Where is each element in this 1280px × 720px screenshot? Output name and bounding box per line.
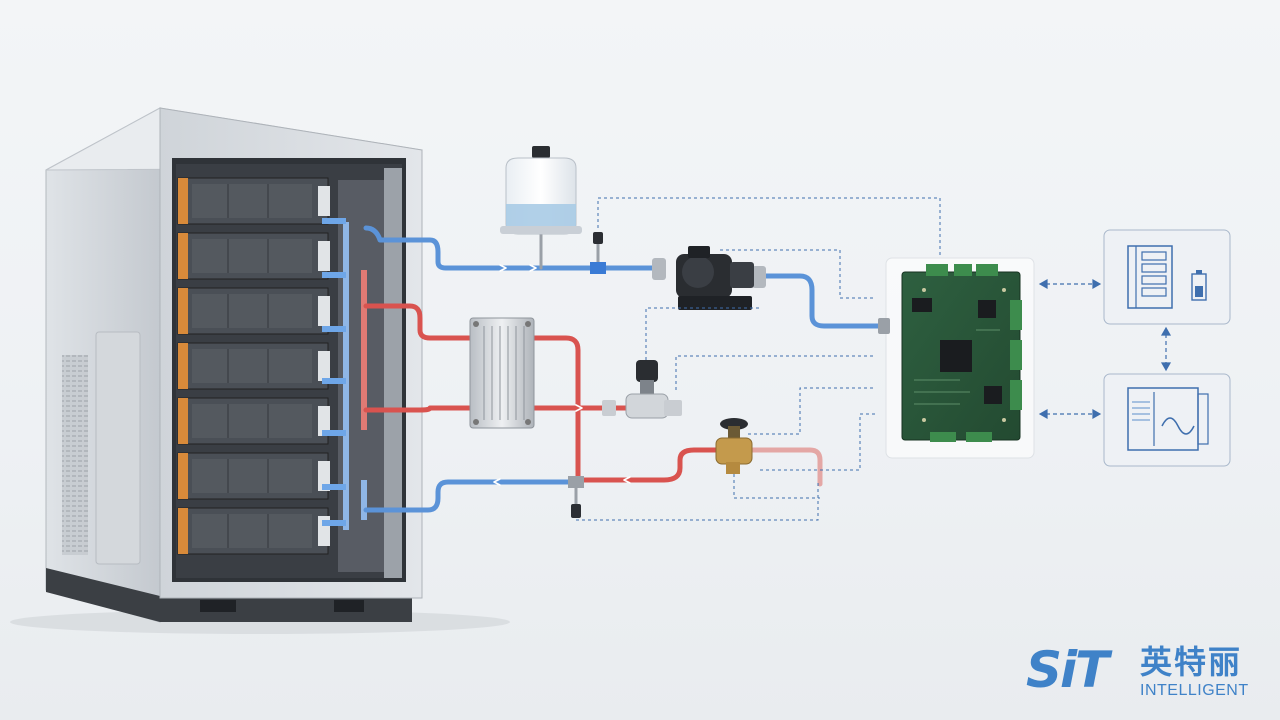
battery-cabinet-icon bbox=[45, 107, 423, 623]
controller-board-icon bbox=[878, 257, 1035, 459]
cabinet-side-door bbox=[95, 331, 141, 565]
signal-lines bbox=[576, 197, 941, 521]
brand-logo-mark: SiT bbox=[1026, 641, 1109, 699]
pcs-converter-icon bbox=[1103, 373, 1231, 467]
three-way-valve-icon bbox=[715, 418, 753, 474]
cabinet-vent bbox=[62, 355, 88, 555]
heat-exchanger-icon bbox=[469, 317, 535, 429]
coolant-pipes bbox=[363, 225, 885, 513]
circulation-pump-icon bbox=[652, 246, 766, 310]
battery-modules bbox=[177, 177, 330, 555]
cold-supply-pipe bbox=[363, 225, 663, 271]
expansion-tank-icon bbox=[500, 146, 582, 235]
pump-outlet-pipe bbox=[757, 273, 885, 329]
hot-return-pipe bbox=[363, 303, 473, 341]
pressure-sensor-icon bbox=[590, 232, 606, 274]
battery-rack-monitor-icon bbox=[1103, 229, 1231, 325]
brand-logo: SiT 英特丽 INTELLIGENT bbox=[1026, 640, 1266, 710]
communication-links bbox=[1038, 278, 1172, 420]
brand-name-en: INTELLIGENT bbox=[1140, 682, 1249, 699]
brand-name-cn: 英特丽 bbox=[1140, 643, 1243, 681]
temperature-sensor-icon bbox=[568, 476, 584, 518]
control-valve-icon bbox=[602, 360, 682, 419]
cold-return-pipe bbox=[363, 479, 581, 513]
